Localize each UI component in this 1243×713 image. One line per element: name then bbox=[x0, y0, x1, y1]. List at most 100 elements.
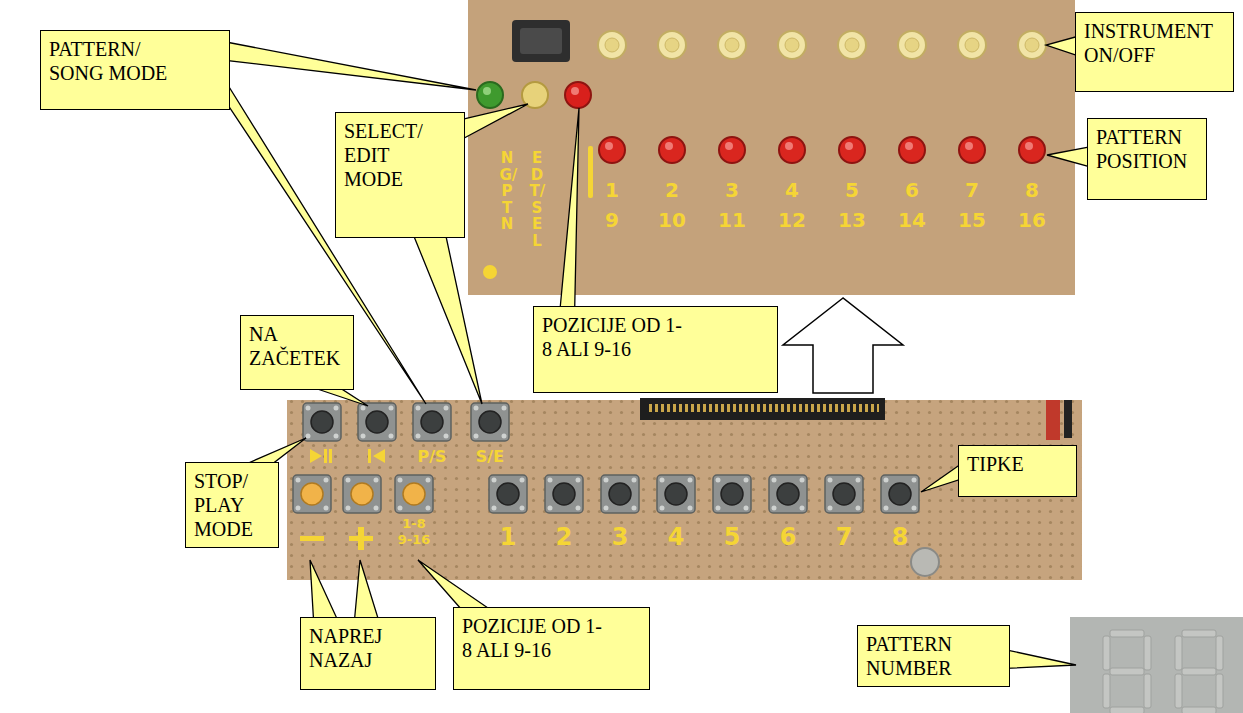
callout-box: POZICIJE OD 1-8 ALI 9-16 bbox=[453, 607, 650, 690]
display-digit bbox=[1103, 630, 1151, 713]
callout-pointer bbox=[1047, 147, 1091, 168]
led-board-photo bbox=[468, 0, 1075, 295]
number-button bbox=[601, 475, 639, 513]
yellow-led bbox=[898, 31, 926, 59]
silkscreen-label: 8 bbox=[892, 523, 909, 552]
callout-text: POZICIJE OD 1-8 ALI 9-16 bbox=[462, 614, 602, 662]
silkscreen-label: 8 bbox=[1025, 178, 1039, 202]
red-led bbox=[565, 82, 591, 108]
silkscreen-label: S/E bbox=[476, 447, 504, 466]
red-led bbox=[899, 137, 925, 163]
callout-box: SELECT/ EDIT MODE bbox=[335, 112, 465, 238]
silkscreen-label: 6 bbox=[905, 178, 919, 202]
button-board-photo bbox=[287, 400, 1082, 580]
callout-box: INSTRUMENT ON/OFF bbox=[1075, 12, 1234, 92]
silkscreen-label: EDT/SEL bbox=[530, 150, 545, 249]
silkscreen-label: 13 bbox=[838, 208, 866, 232]
callout-text: INSTRUMENT ON/OFF bbox=[1084, 19, 1224, 67]
rewind-button bbox=[358, 403, 396, 441]
silkscreen-label: 7 bbox=[836, 523, 853, 552]
led-shine bbox=[571, 87, 579, 95]
silkscreen-label: 14 bbox=[898, 208, 926, 232]
switch bbox=[512, 20, 570, 62]
callout-text: PATTERN NUMBER bbox=[866, 632, 966, 680]
range-button bbox=[395, 475, 433, 513]
number-button bbox=[657, 475, 695, 513]
red-led bbox=[779, 137, 805, 163]
plus-symbol bbox=[358, 527, 364, 550]
red-component bbox=[1046, 400, 1060, 440]
callout-pointer bbox=[413, 234, 482, 404]
silkscreen-label: 16 bbox=[1018, 208, 1046, 232]
red-led bbox=[839, 137, 865, 163]
yellow-led bbox=[778, 31, 806, 59]
callout-box: PATTERN POSITION bbox=[1087, 118, 1207, 200]
callout-text: NAPREJ NAZAJ bbox=[309, 624, 419, 672]
callout-pointer bbox=[1006, 650, 1076, 669]
minus-button bbox=[293, 475, 331, 513]
callout-text: POZICIJE OD 1-8 ALI 9-16 bbox=[542, 313, 682, 361]
callout-pointer bbox=[354, 560, 378, 621]
callout-pointer bbox=[560, 108, 579, 310]
silkscreen-dot bbox=[483, 265, 497, 279]
switch-slider bbox=[520, 28, 562, 54]
plus-button bbox=[343, 475, 381, 513]
silkscreen-label: 3 bbox=[612, 523, 629, 552]
callout-box: PATTERN NUMBER bbox=[857, 625, 1010, 687]
callout-pointer bbox=[921, 463, 962, 492]
silkscreen-label: 11 bbox=[718, 208, 746, 232]
play-button bbox=[303, 403, 341, 441]
display-photo bbox=[1070, 617, 1243, 713]
up-arrow bbox=[783, 298, 903, 393]
red-led bbox=[1019, 137, 1045, 163]
silkscreen-label: 9 bbox=[605, 208, 619, 232]
callout-pointer bbox=[418, 560, 492, 611]
number-button bbox=[489, 475, 527, 513]
minus-symbol bbox=[300, 536, 324, 541]
silkscreen-label: 1-8 9-16 bbox=[394, 516, 434, 547]
silkscreen-label: 2 bbox=[556, 523, 573, 552]
callout-text: STOP/ PLAY MODE bbox=[194, 469, 269, 541]
silkscreen-label: 10 bbox=[658, 208, 686, 232]
pause-icon bbox=[329, 449, 332, 463]
perfboard-holes bbox=[287, 400, 1082, 580]
wire bbox=[1064, 400, 1072, 438]
yellow-led bbox=[658, 31, 686, 59]
connector bbox=[640, 398, 885, 420]
screw bbox=[911, 548, 939, 576]
callout-box: TIPKE bbox=[958, 445, 1077, 497]
silkscreen-label: 12 bbox=[778, 208, 806, 232]
callout-box: PATTERN/ SONG MODE bbox=[40, 30, 230, 110]
silkscreen-label: 1 bbox=[500, 523, 517, 552]
number-button bbox=[769, 475, 807, 513]
callout-text: PATTERN POSITION bbox=[1096, 125, 1196, 173]
number-button bbox=[545, 475, 583, 513]
red-led bbox=[659, 137, 685, 163]
callout-box: STOP/ PLAY MODE bbox=[185, 462, 279, 548]
silkscreen-label: 3 bbox=[725, 178, 739, 202]
yellow-led bbox=[718, 31, 746, 59]
red-led bbox=[719, 137, 745, 163]
red-led bbox=[959, 137, 985, 163]
pattern-song-button bbox=[413, 403, 451, 441]
silkscreen-label: NG/PTN bbox=[500, 150, 515, 233]
callout-box: NAPREJ NAZAJ bbox=[300, 617, 436, 690]
yellow-led bbox=[598, 31, 626, 59]
callout-text: SELECT/ EDIT MODE bbox=[344, 119, 444, 191]
silkscreen-label: 4 bbox=[785, 178, 799, 202]
number-button bbox=[881, 475, 919, 513]
silkscreen-label: 2 bbox=[665, 178, 679, 202]
silkscreen-bracket bbox=[588, 146, 593, 198]
play-icon bbox=[310, 449, 322, 463]
callout-text: TIPKE bbox=[967, 452, 1067, 476]
pause-icon bbox=[324, 449, 327, 463]
callout-pointer bbox=[461, 104, 528, 140]
silkscreen-label: 15 bbox=[958, 208, 986, 232]
silkscreen-label: P/S bbox=[417, 447, 446, 466]
red-led bbox=[599, 137, 625, 163]
silkscreen-label: 5 bbox=[724, 523, 741, 552]
callout-box: POZICIJE OD 1-8 ALI 9-16 bbox=[533, 306, 778, 393]
silkscreen-label: 5 bbox=[845, 178, 859, 202]
callout-pointer bbox=[226, 42, 476, 90]
